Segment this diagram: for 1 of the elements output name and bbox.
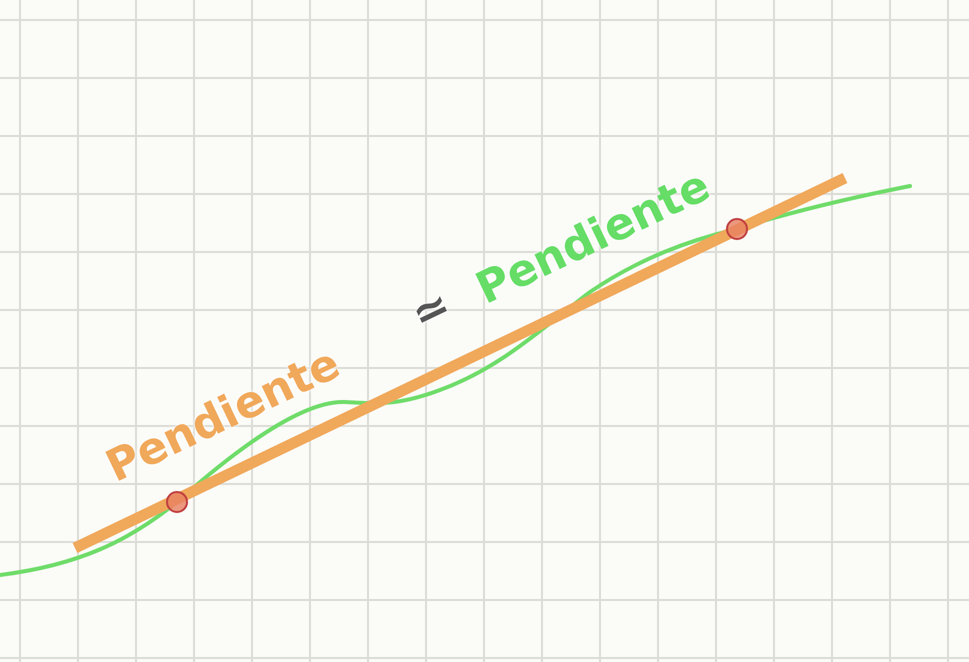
- approx-sign: ≃: [405, 282, 458, 338]
